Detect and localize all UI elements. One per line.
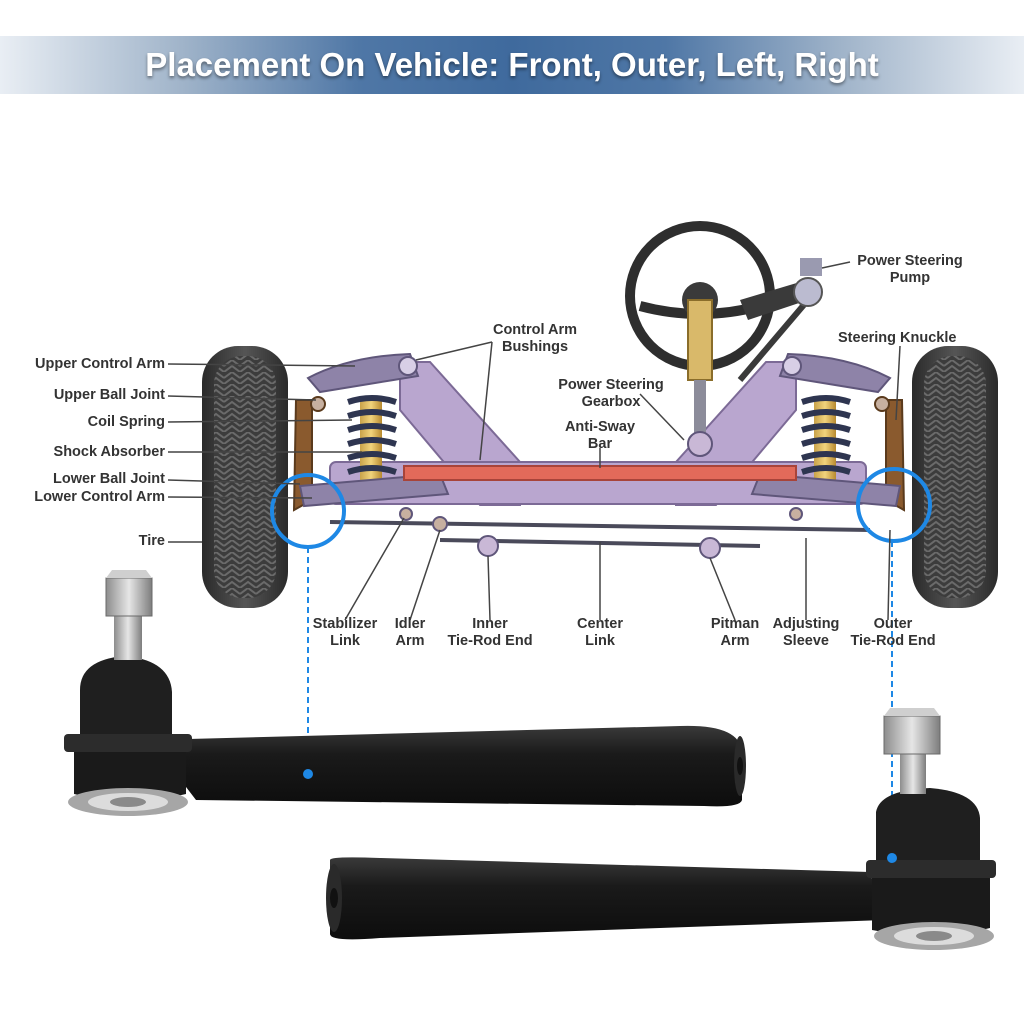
label-anti-sway-bar: Anti-Sway Bar — [564, 419, 636, 452]
right-upper-ball-joint — [874, 396, 890, 412]
left-stabilizer-link — [399, 507, 413, 521]
left-tire — [202, 346, 288, 608]
leader-lines — [167, 261, 901, 621]
label-center-link: Center Link — [577, 616, 623, 649]
right-tire — [912, 346, 998, 608]
label-control-arm-bushings: Control Arm Bushings — [492, 322, 578, 355]
left-upper-ball-joint — [310, 396, 326, 412]
idler-arm-joint — [432, 516, 448, 532]
label-pitman-arm: Pitman Arm — [710, 616, 760, 649]
label-coil-spring: Coil Spring — [87, 414, 165, 430]
label-upper-control-arm: Upper Control Arm — [35, 356, 165, 372]
pitman-arm-joint — [699, 537, 721, 559]
label-lower-control-arm: Lower Control Arm — [34, 489, 165, 505]
banner-title: Placement On Vehicle: Front, Outer, Left… — [145, 46, 879, 83]
right-tie-rod-end-product — [326, 708, 996, 950]
label-shock-absorber: Shock Absorber — [53, 444, 165, 460]
label-outer-tie-rod-end: Outer Tie-Rod End — [850, 616, 936, 649]
label-tire: Tire — [138, 533, 165, 549]
title-banner: Placement On Vehicle: Front, Outer, Left… — [0, 36, 1024, 94]
right-outer-tie-rod-highlight — [856, 467, 932, 543]
label-power-steering-pump: Power Steering Pump — [857, 253, 963, 286]
right-stabilizer-link — [789, 507, 803, 521]
left-coil-spring — [347, 395, 397, 482]
label-upper-ball-joint: Upper Ball Joint — [53, 387, 165, 403]
label-stabilizer-link: Stabilizer Link — [312, 616, 378, 649]
left-placement-dot — [303, 769, 313, 779]
label-inner-tie-rod-end: Inner Tie-Rod End — [447, 616, 533, 649]
label-steering-knuckle: Steering Knuckle — [838, 330, 957, 346]
right-coil-spring — [801, 395, 851, 482]
inner-tie-rod-end-joint — [477, 535, 499, 557]
right-lower-control-arm — [750, 472, 902, 508]
left-lower-control-arm — [298, 472, 450, 508]
power-steering-pump — [737, 258, 823, 382]
label-idler-arm: Idler Arm — [394, 616, 426, 649]
left-bushing — [398, 356, 418, 376]
left-tie-rod-end-product — [64, 570, 746, 816]
label-lower-ball-joint: Lower Ball Joint — [53, 471, 165, 487]
anti-sway-bar — [403, 465, 797, 481]
right-placement-dot — [887, 853, 897, 863]
power-steering-gearbox — [687, 431, 713, 457]
label-adjusting-sleeve: Adjusting Sleeve — [772, 616, 840, 649]
right-bushing — [782, 356, 802, 376]
label-power-steering-gearbox: Power Steering Gearbox — [558, 377, 664, 410]
